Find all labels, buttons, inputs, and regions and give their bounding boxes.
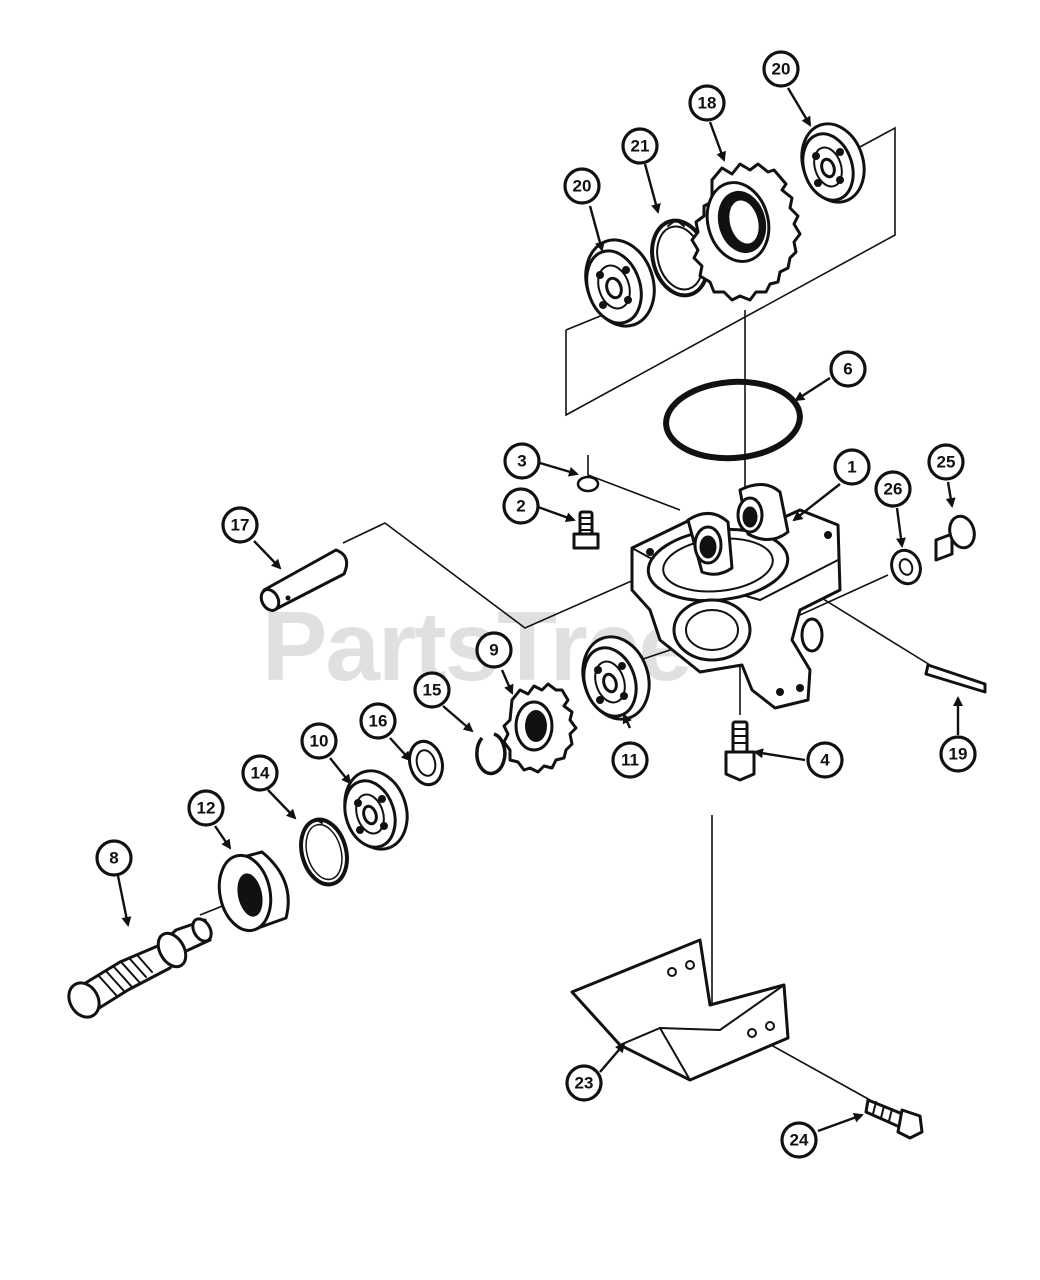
pin-17 [259,548,349,612]
pinion-gear-9 [502,682,578,774]
callout-11: 11 [611,741,649,779]
svg-text:21: 21 [631,137,650,156]
svg-text:26: 26 [884,480,903,499]
svg-text:3: 3 [517,452,526,471]
callouts: 1 2 3 4 6 8 9 10 11 12 14 15 16 17 18 19… [95,50,977,1159]
o-ring-6 [663,378,803,462]
svg-text:6: 6 [843,360,852,379]
snap-ring-14 [299,817,349,887]
callout-26: 26 [874,470,912,508]
bearing-20-right [800,122,866,204]
bearing-20-left [584,238,656,328]
bearing-11 [581,635,651,721]
shaft-8 [67,917,213,1019]
callout-17: 17 [221,506,259,544]
callout-21: 21 [621,127,659,165]
bolt-24 [864,1098,924,1140]
callout-16: 16 [359,702,397,740]
callout-2: 2 [502,487,540,525]
callout-10: 10 [300,722,338,760]
callout-23: 23 [565,1064,603,1102]
svg-text:11: 11 [621,751,639,770]
callout-9: 9 [475,631,513,669]
callout-1: 1 [833,448,871,486]
svg-text:18: 18 [698,94,717,113]
callout-20-right: 20 [762,50,800,88]
svg-text:4: 4 [820,751,830,770]
callout-14: 14 [241,754,279,792]
bolt-4 [724,720,756,782]
svg-text:16: 16 [369,712,388,731]
leader-arrows [116,87,963,1133]
callout-15: 15 [413,671,451,709]
housing-1 [630,483,842,710]
svg-text:15: 15 [423,681,442,700]
callout-18: 18 [688,84,726,122]
callout-12: 12 [187,789,225,827]
svg-text:8: 8 [109,849,118,868]
callout-24: 24 [780,1121,818,1159]
callout-20-left: 20 [563,167,601,205]
callout-19: 19 [939,735,977,773]
plug-25 [934,514,976,562]
bolt-2 [572,510,600,550]
ring-3 [576,475,600,493]
svg-text:2: 2 [516,497,525,516]
shield-23 [570,938,790,1082]
svg-text:20: 20 [772,60,791,79]
svg-text:14: 14 [251,764,270,783]
svg-text:17: 17 [231,516,250,535]
svg-text:1: 1 [847,458,856,477]
key-19 [924,663,987,694]
bearing-10 [343,769,409,851]
svg-text:24: 24 [790,1131,809,1150]
gear-18 [690,162,802,302]
washer-16 [408,739,444,787]
svg-text:20: 20 [573,177,592,196]
assembly-lines [199,126,931,1101]
svg-text:12: 12 [197,799,216,818]
svg-text:9: 9 [489,641,498,660]
snap-ring-15 [475,732,507,776]
washer-26 [890,548,922,586]
callout-8: 8 [95,839,133,877]
seal-12 [217,850,290,933]
callout-4: 4 [806,741,844,779]
svg-text:19: 19 [949,745,968,764]
svg-text:25: 25 [937,453,956,472]
callout-3: 3 [503,442,541,480]
callout-25: 25 [927,443,965,481]
callout-6: 6 [829,350,867,388]
svg-text:10: 10 [310,732,329,751]
svg-text:23: 23 [575,1074,594,1093]
